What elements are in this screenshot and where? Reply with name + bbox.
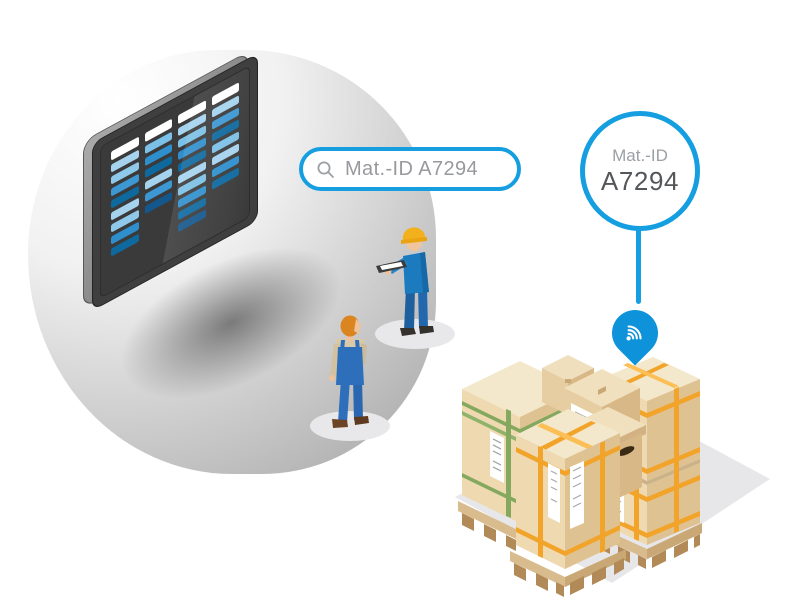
worker-shadow (310, 411, 390, 441)
orange-strap-crate-front (510, 409, 626, 597)
search-input[interactable]: Mat.-ID A7294 (299, 147, 521, 191)
pallet-boxes-illustration (455, 355, 770, 597)
bubble-label: Mat.-ID (612, 145, 668, 165)
worker-back-view (310, 315, 390, 441)
search-icon (317, 161, 334, 178)
wifi-icon (626, 325, 642, 341)
location-pin-icon (602, 300, 668, 366)
material-id-bubble: Mat.-ID A7294 (580, 111, 700, 231)
worker-back-body (329, 315, 369, 428)
search-query: Mat.-ID A7294 (345, 157, 479, 180)
dashboard-bar-column (178, 100, 206, 245)
worker-foreman (375, 227, 455, 349)
bubble-value: A7294 (600, 166, 680, 197)
worker-foreman-body (376, 227, 434, 336)
dashboard-bar-column (211, 82, 239, 227)
dashboard-bar-column (144, 118, 172, 264)
handle-hole (617, 446, 635, 456)
dashboard-bar-column (111, 136, 139, 282)
overalls (336, 347, 364, 385)
bubble-connector-line (636, 228, 641, 304)
